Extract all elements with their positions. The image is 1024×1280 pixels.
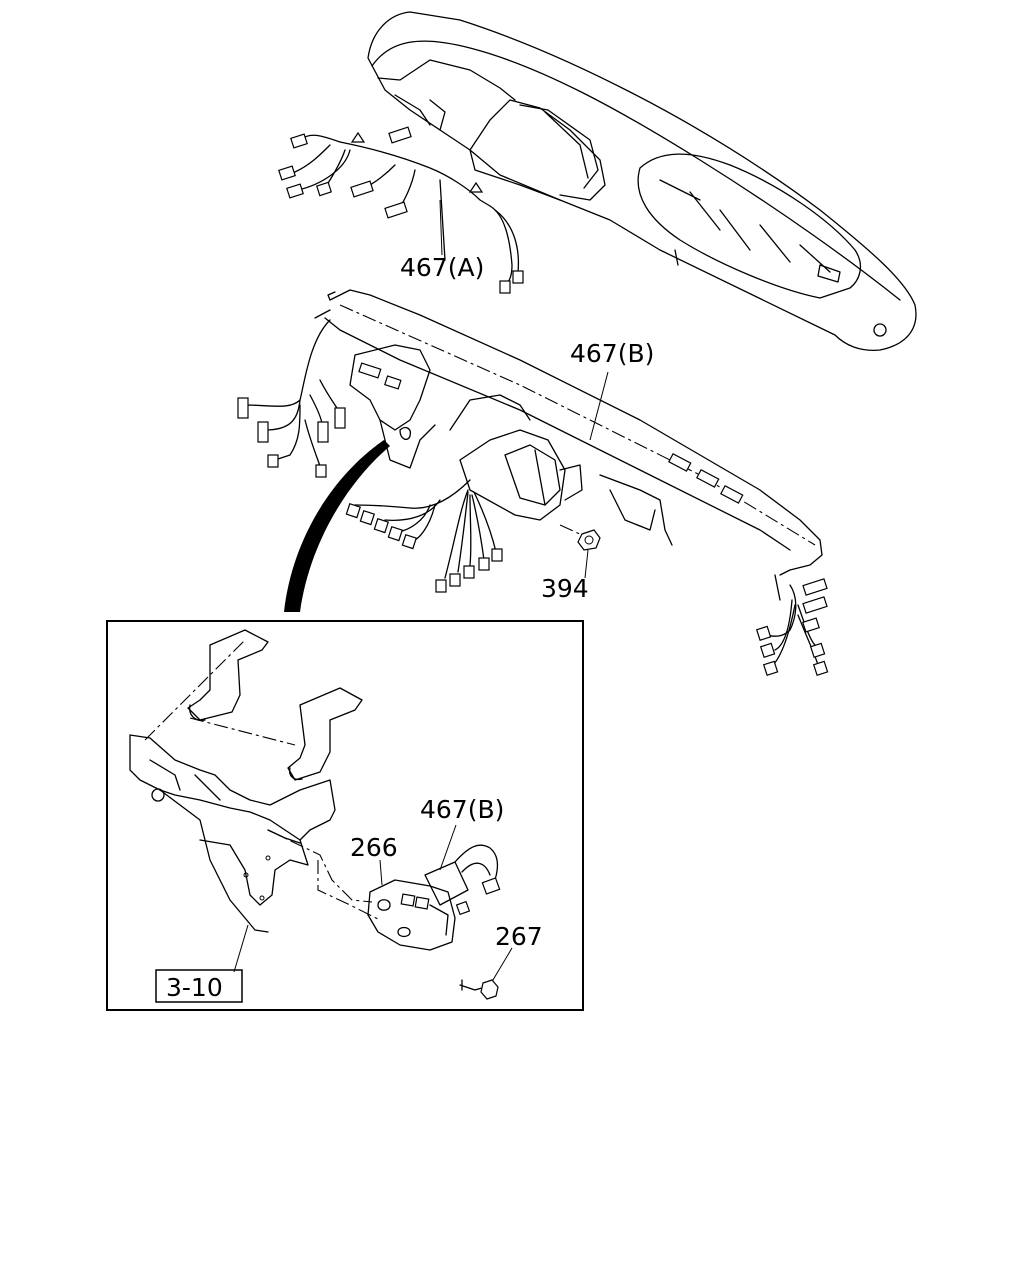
label-394: 394	[541, 574, 589, 603]
harness-467a	[278, 126, 524, 294]
bracket-266-shape	[367, 879, 456, 951]
label-467a: 467(A)	[400, 253, 484, 282]
detail-pointer	[284, 440, 390, 612]
label-267: 267	[495, 922, 543, 951]
bolt-267-head	[480, 979, 499, 1000]
ref-box-3-10	[155, 969, 243, 1003]
cross-car-beam	[314, 289, 823, 601]
inset-bracket-assembly	[129, 629, 501, 1000]
label-467b-inset: 467(B)	[420, 795, 504, 824]
nut-394-shape	[577, 529, 601, 551]
harness-467b-left-branches	[237, 319, 346, 478]
harness-467b-right-branches	[755, 578, 829, 677]
harness-467b-bottom-branches	[345, 479, 503, 593]
leader-lines	[233, 199, 609, 986]
label-467b-upper: 467(B)	[570, 339, 654, 368]
label-266: 266	[350, 833, 398, 862]
connector-467b-inset	[424, 861, 469, 906]
label-3-10: 3-10	[166, 973, 223, 1002]
inset-frame	[106, 620, 584, 1011]
instrument-panel	[367, 11, 917, 351]
